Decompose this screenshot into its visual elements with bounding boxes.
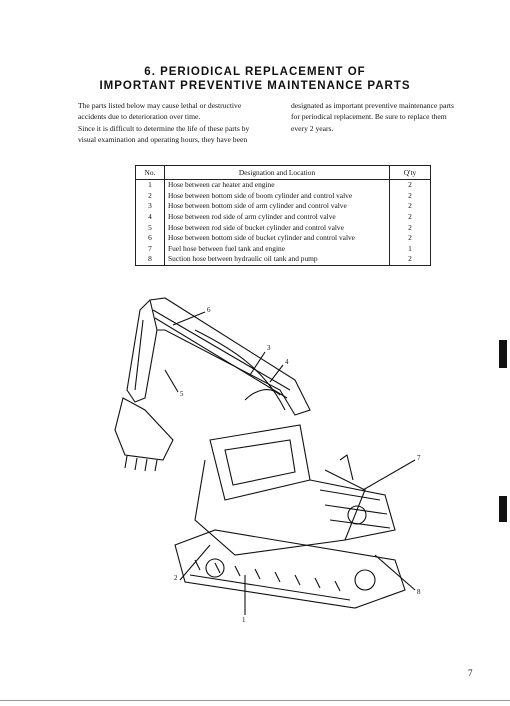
cab-outline <box>209 424 311 501</box>
intro-line: visual examination and operating hours, … <box>78 135 248 145</box>
section-title-line1: 6. PERIODICAL REPLACEMENT OF <box>144 66 366 78</box>
row-no: 4 <box>135 211 165 223</box>
track-outline <box>174 529 406 609</box>
row-no: 7 <box>135 243 165 255</box>
row-no: 5 <box>135 222 165 233</box>
row-no: 1 <box>135 179 165 191</box>
callout-label: 8 <box>417 588 421 596</box>
intro-line: The parts listed below may cause lethal … <box>78 101 242 110</box>
row-designation: Hose between bottom side of bucket cylin… <box>164 232 390 244</box>
callout-leader-3 <box>249 351 266 376</box>
hose-line <box>244 389 281 401</box>
bucket-teeth <box>124 455 158 472</box>
row-no: 8 <box>135 254 165 266</box>
bucket-outline <box>114 397 174 461</box>
sprocket-wheel <box>354 569 376 591</box>
callout-leader-2 <box>179 544 211 581</box>
intro-line: accidents due to deterioration over time… <box>78 112 201 122</box>
intro-line: designated as important preventive maint… <box>291 101 454 110</box>
row-designation: Hose between rod side of arm cylinder an… <box>164 211 390 223</box>
header-qty: Q'ty <box>389 165 431 180</box>
callout-label: 2 <box>174 574 178 582</box>
fuel-filler <box>339 454 354 481</box>
intro-right-column: designated as important preventive maint… <box>291 100 481 134</box>
upper-structure-outline <box>194 459 366 556</box>
row-designation: Fuel hose between fuel tank and engine <box>164 243 390 255</box>
boom-outline <box>149 297 311 416</box>
row-no: 2 <box>135 190 165 202</box>
engine-pulley <box>347 505 367 525</box>
row-qty: 2 <box>389 190 431 202</box>
table-header-row: No. Designation and Location Q'ty <box>135 165 431 180</box>
row-qty: 2 <box>389 232 431 244</box>
row-designation: Hose between car heater and engine <box>164 179 390 191</box>
row-designation: Suction hose between hydraulic oil tank … <box>164 254 390 266</box>
callout-label: 5 <box>180 390 184 398</box>
row-qty: 2 <box>389 222 431 233</box>
row-no: 3 <box>135 201 165 212</box>
row-designation: Hose between rod side of bucket cylinder… <box>164 222 390 233</box>
section-title-line2: IMPORTANT PREVENTIVE MAINTENANCE PARTS <box>99 80 411 92</box>
idler-wheel <box>205 558 225 578</box>
track-shoes <box>194 559 341 592</box>
row-qty: 1 <box>389 243 431 255</box>
callout-leader-8 <box>374 554 416 591</box>
header-designation: Designation and Location <box>164 165 390 180</box>
page-edge-tab-marker <box>499 496 507 522</box>
engine-cover <box>309 479 396 541</box>
hose-line <box>194 329 286 411</box>
page-edge-tab-marker <box>499 340 507 368</box>
track-line <box>189 574 351 601</box>
page-number: 7 <box>468 668 473 678</box>
intro-line: every 2 years. <box>291 123 334 133</box>
row-qty: 2 <box>389 179 431 191</box>
callout-leader-4 <box>269 364 284 383</box>
row-designation: Hose between bottom side of boom cylinde… <box>164 190 390 202</box>
callout-label: 1 <box>242 616 246 624</box>
page-bottom-edge <box>0 700 510 701</box>
row-no: 6 <box>135 232 165 244</box>
excavator-illustration: 6 3 4 5 7 2 8 1 <box>114 297 421 624</box>
callout-label: 7 <box>417 454 421 462</box>
boom-hose-line <box>154 317 288 399</box>
arm-outline <box>126 299 158 403</box>
callout-leader-5 <box>164 369 179 393</box>
header-no: No. <box>135 165 165 180</box>
callout-leader-7 <box>362 459 416 491</box>
cab-window <box>224 439 296 486</box>
row-qty: 2 <box>389 201 431 212</box>
intro-line: for periodical replacement. Be sure to r… <box>291 112 447 122</box>
callout-label: 3 <box>267 344 271 352</box>
intro-left-column: The parts listed below may cause lethal … <box>78 100 274 146</box>
row-qty: 2 <box>389 211 431 223</box>
row-designation: Hose between bottom side of arm cylinder… <box>164 201 390 212</box>
intro-line: Since it is difficult to determine the l… <box>78 123 250 133</box>
callout-leader-6 <box>172 311 206 326</box>
row-qty: 2 <box>389 254 431 266</box>
callout-label: 4 <box>285 358 289 366</box>
arm-cylinder <box>134 319 144 391</box>
engine-detail-lines <box>319 489 391 529</box>
callout-label: 6 <box>207 306 211 314</box>
